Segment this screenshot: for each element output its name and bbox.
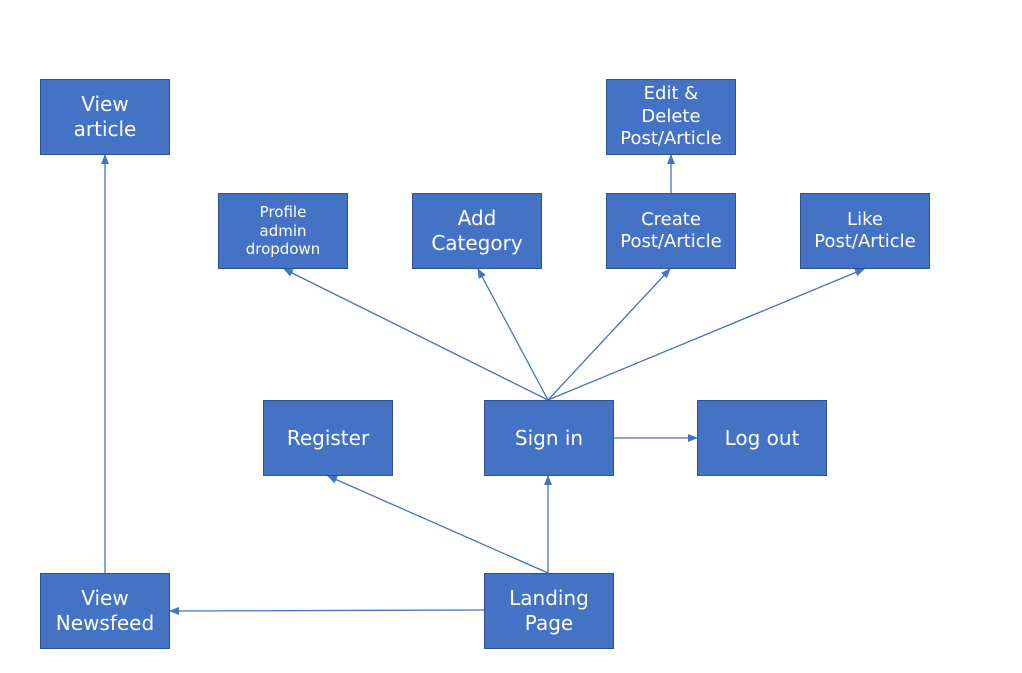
view-article-node[interactable]: View article: [40, 79, 170, 155]
register-node[interactable]: Register: [263, 400, 393, 476]
profile-admin-dropdown-node[interactable]: Profile admin dropdown: [218, 193, 348, 269]
arrow-sign-in-to-create-post: [547, 268, 671, 401]
sign-in-label: Sign in: [514, 425, 584, 450]
like-post-label: Like Post/Article: [814, 208, 916, 253]
edit-delete-post-label: Edit & Delete Post/Article: [620, 83, 722, 150]
edit-delete-post-node[interactable]: Edit & Delete Post/Article: [606, 79, 736, 155]
create-post-label: Create Post/Article: [620, 208, 722, 253]
view-article-label: View article: [73, 92, 137, 141]
arrow-sign-in-to-like-post: [547, 268, 865, 401]
view-newsfeed-node[interactable]: View Newsfeed: [40, 573, 170, 649]
arrow-landing-page-to-register: [327, 475, 549, 574]
log-out-node[interactable]: Log out: [697, 400, 827, 476]
register-label: Register: [286, 425, 370, 450]
log-out-label: Log out: [724, 425, 800, 450]
like-post-node[interactable]: Like Post/Article: [800, 193, 930, 269]
arrow-sign-in-to-add-category: [477, 268, 549, 401]
create-post-node[interactable]: Create Post/Article: [606, 193, 736, 269]
landing-page-node[interactable]: Landing Page: [484, 573, 614, 649]
arrow-landing-page-to-view-newsfeed: [169, 606, 485, 615]
view-newsfeed-label: View Newsfeed: [55, 586, 155, 635]
arrow-sign-in-to-profile-admin-dropdown: [283, 268, 549, 401]
sign-in-node[interactable]: Sign in: [484, 400, 614, 476]
add-category-node[interactable]: Add Category: [412, 193, 542, 269]
add-category-label: Add Category: [431, 206, 523, 255]
landing-page-label: Landing Page: [509, 586, 589, 635]
profile-admin-dropdown-label: Profile admin dropdown: [245, 202, 321, 259]
